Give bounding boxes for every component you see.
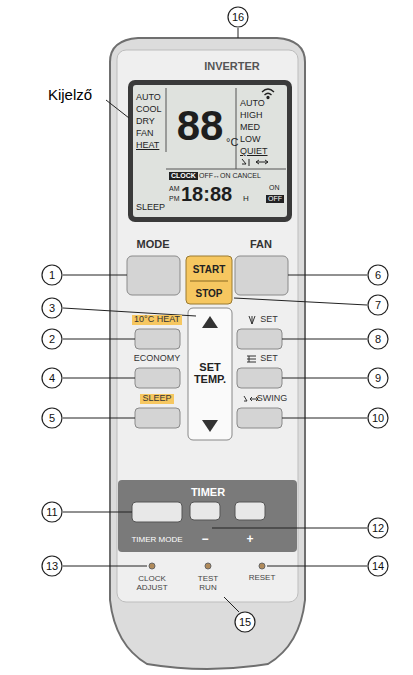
button-label: MODE <box>137 238 170 250</box>
callout-number: 7 <box>375 299 381 311</box>
callout-circles <box>42 7 388 632</box>
wifi-icon <box>262 89 274 99</box>
mode-button <box>127 256 180 295</box>
callout-number: 3 <box>49 302 55 314</box>
fan-button <box>235 256 288 295</box>
display-text: START <box>193 264 226 275</box>
display-screen <box>133 85 287 217</box>
button-label: SET <box>260 315 278 325</box>
set-temp-button <box>188 308 232 440</box>
up-arrow <box>202 316 218 328</box>
button-label: CLOCK ADJUST <box>131 575 173 593</box>
button-label: RESET <box>249 574 276 583</box>
start-stop-button <box>186 256 232 304</box>
pin-holes <box>149 563 265 569</box>
plus-button <box>235 502 265 520</box>
button-icons <box>244 316 258 401</box>
leader-lines <box>63 28 367 612</box>
callout-number: 10 <box>372 412 384 424</box>
display-text: CLOCK <box>169 172 198 180</box>
remote-body <box>110 38 305 669</box>
button-label: SWING <box>257 394 288 404</box>
display-text: QUIET <box>240 147 268 157</box>
display-label: Kijelző <box>48 87 92 104</box>
callout-number: 15 <box>239 616 251 628</box>
display-text: 18:88 <box>181 183 232 205</box>
button-label: − <box>201 533 208 546</box>
display-text: PM <box>169 195 180 203</box>
display-divider <box>166 169 286 170</box>
display-text: LOW <box>240 135 261 145</box>
display-text: SLEEP <box>136 203 165 213</box>
display-text: AM <box>169 185 180 193</box>
callout-number: 9 <box>375 372 381 384</box>
button-divider <box>190 281 228 282</box>
display-text: HIGH <box>240 111 263 121</box>
button-label: FAN <box>250 238 272 250</box>
display-text: H <box>243 195 249 204</box>
face-panel <box>117 50 298 602</box>
callout-number: 16 <box>232 11 244 23</box>
button-label: + <box>246 533 253 546</box>
display-text: DRY <box>136 117 155 127</box>
set-temp-button: SET TEMP. <box>188 308 232 440</box>
display-text: HEAT <box>136 141 159 151</box>
callout-number: 6 <box>375 269 381 281</box>
display-text: SET TEMP. <box>190 361 230 385</box>
display-text: ON <box>269 184 280 192</box>
callout-number: 2 <box>49 333 55 345</box>
display-text: MED <box>240 123 260 133</box>
button-label: SLEEP <box>140 394 173 404</box>
button-label: TIMER MODE <box>131 536 182 545</box>
small-buttons <box>135 329 282 428</box>
display-text: FAN <box>136 129 154 139</box>
group-label: TIMER <box>191 486 225 498</box>
button-label: SET <box>260 354 278 364</box>
callout-number: 4 <box>49 372 55 384</box>
down-arrow <box>202 420 218 432</box>
display-divider <box>236 88 237 169</box>
callout-number: 11 <box>46 506 57 518</box>
display-text: AUTO <box>240 99 265 109</box>
display-divider <box>166 88 167 152</box>
display-text: COOL <box>136 105 162 115</box>
minus-button <box>190 502 220 520</box>
callout-number: 13 <box>46 560 58 572</box>
display-text: OFF↔ON CANCEL <box>199 172 261 180</box>
start-stop-button: START STOP <box>186 256 232 304</box>
display-text: OFF <box>266 195 284 203</box>
button-label: TEST RUN <box>192 575 224 593</box>
button-label: 10°C HEAT <box>132 315 182 325</box>
callout-number: 8 <box>375 333 381 345</box>
timer-mode-button <box>132 502 182 522</box>
display-text: STOP <box>195 288 222 299</box>
display-bezel <box>128 80 292 222</box>
lcd-display: AUTO COOL DRY FAN HEAT SLEEP 88°C AUTO HIGH MED LO… <box>128 80 292 222</box>
callout-number: 1 <box>49 269 55 281</box>
callout-number: 12 <box>372 522 384 534</box>
display-text: 88 <box>177 103 224 149</box>
callout-number: 14 <box>372 560 384 572</box>
timer-band <box>118 480 297 552</box>
button-label: ECONOMY <box>134 354 181 364</box>
callout-number: 5 <box>49 412 55 424</box>
display-text: °C <box>226 136 238 148</box>
swing-icons <box>242 159 268 166</box>
display-text: AUTO <box>136 93 161 103</box>
brand-text: INVERTER <box>204 60 260 72</box>
